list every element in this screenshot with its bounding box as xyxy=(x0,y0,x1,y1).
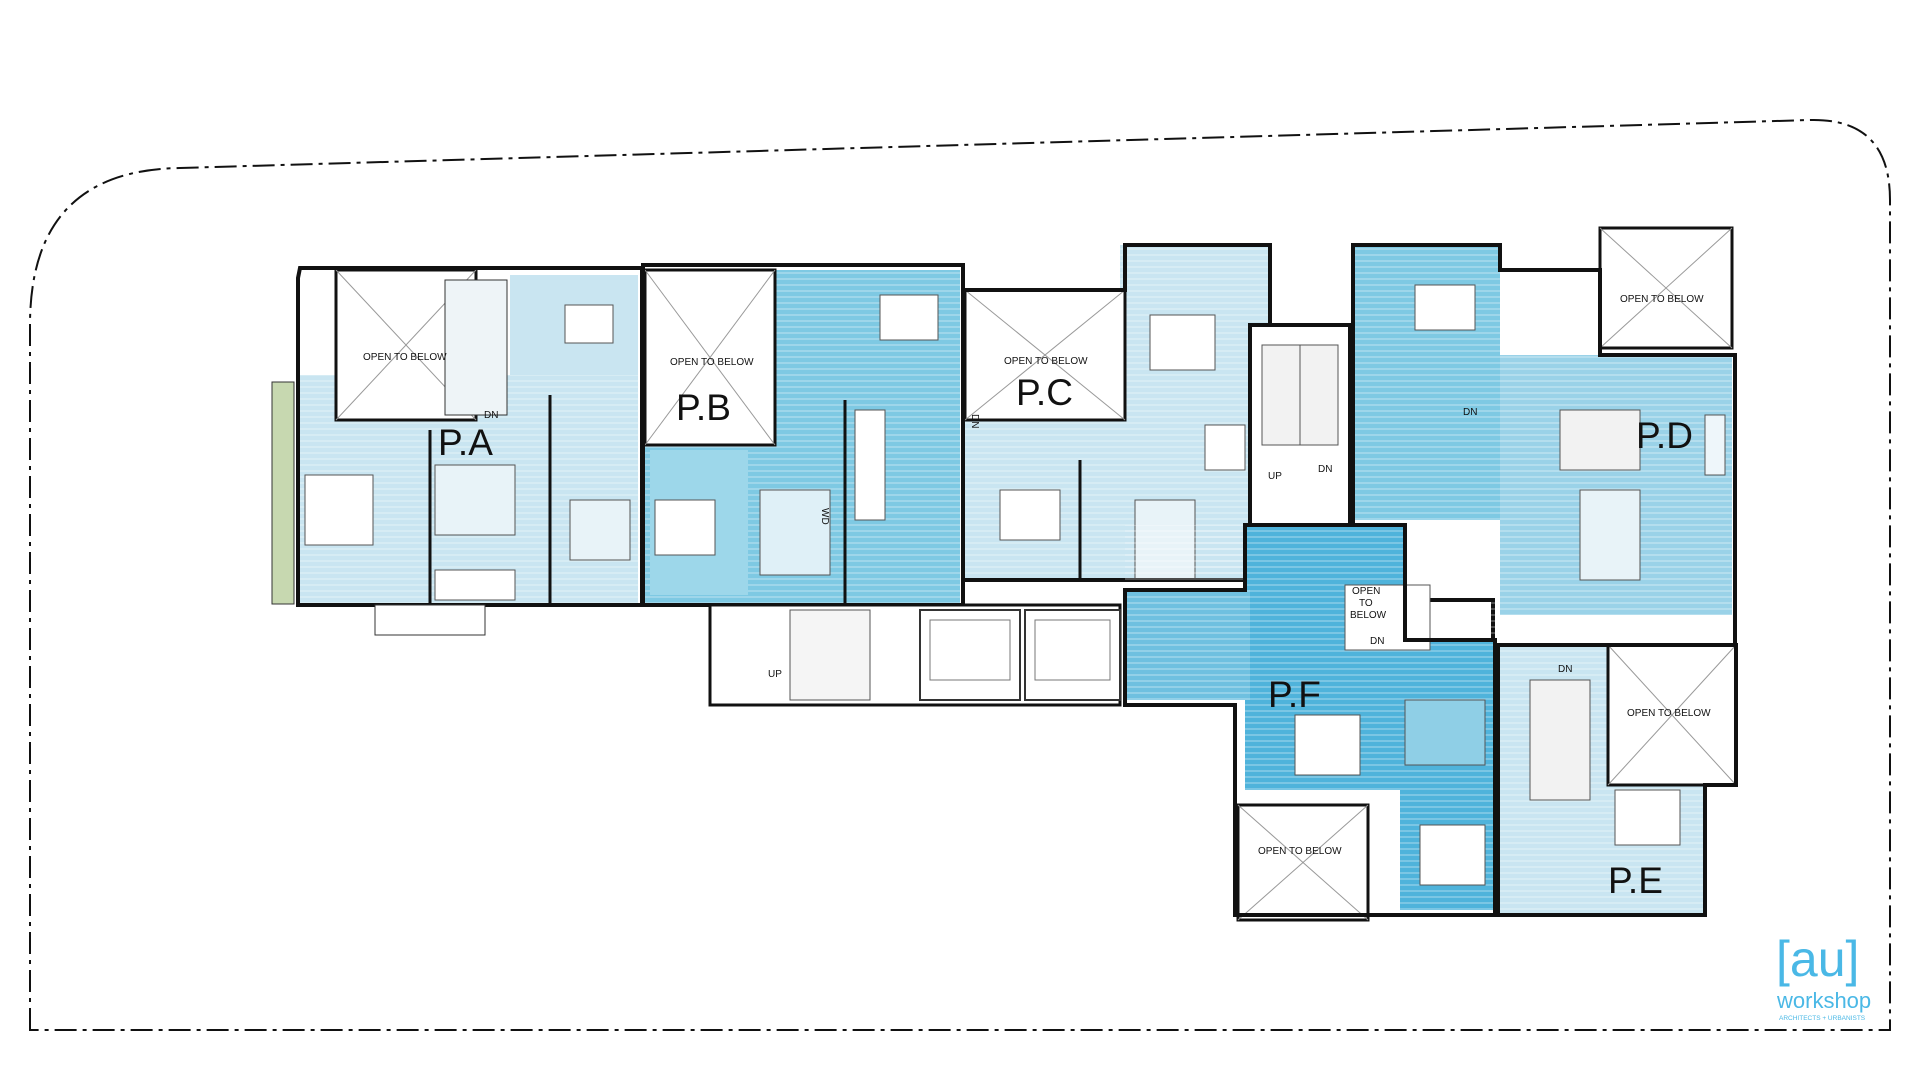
stair-label-a-dn: DN xyxy=(484,410,498,421)
stair-label-wd: WD xyxy=(819,508,830,525)
stair-label-e-dn: DN xyxy=(1558,664,1572,675)
open-to-below-c: OPEN TO BELOW xyxy=(1004,356,1088,367)
open-to-below-center-3: BELOW xyxy=(1350,610,1387,621)
unit-pa xyxy=(271,266,644,636)
stair-label-b-up: UP xyxy=(768,669,782,680)
open-to-below-center-1: OPEN xyxy=(1352,586,1380,597)
logo-tagline: ARCHITECTS + URBANISTS xyxy=(1779,1015,1866,1022)
logo-name: workshop xyxy=(1776,988,1871,1013)
unit-label-pb: P.B xyxy=(676,387,731,428)
stair-label-core-up: UP xyxy=(1268,471,1282,482)
open-to-below-a: OPEN TO BELOW xyxy=(363,352,447,363)
unit-label-pd: P.D xyxy=(1636,415,1693,456)
unit-pf xyxy=(1123,523,1497,922)
open-to-below-b: OPEN TO BELOW xyxy=(670,357,754,368)
unit-label-pe: P.E xyxy=(1608,860,1663,901)
unit-pd xyxy=(1351,226,1737,647)
property-line xyxy=(29,118,1891,1031)
unit-label-pf: P.F xyxy=(1268,674,1321,715)
open-to-below-d2: OPEN TO BELOW xyxy=(1627,708,1711,719)
open-to-below-center-2: TO xyxy=(1359,598,1373,609)
stair-core xyxy=(1248,323,1352,527)
stair-label-f-dn: DN xyxy=(1370,636,1384,647)
unit-label-pa: P.A xyxy=(438,422,493,463)
open-to-below-f: OPEN TO BELOW xyxy=(1258,846,1342,857)
open-to-below-d1: OPEN TO BELOW xyxy=(1620,294,1704,305)
lower-services xyxy=(708,603,1122,707)
au-workshop-logo: [au] workshop ARCHITECTS + URBANISTS xyxy=(1776,931,1871,1022)
unit-label-pc: P.C xyxy=(1016,372,1073,413)
unit-pe xyxy=(1496,643,1738,917)
stair-label-core-dn: DN xyxy=(1318,464,1332,475)
logo-mark: [au] xyxy=(1776,931,1859,987)
stair-label-d-dn: DN xyxy=(1463,407,1477,418)
unit-pb xyxy=(641,263,965,607)
stair-label-dn-side: DN xyxy=(969,414,980,428)
